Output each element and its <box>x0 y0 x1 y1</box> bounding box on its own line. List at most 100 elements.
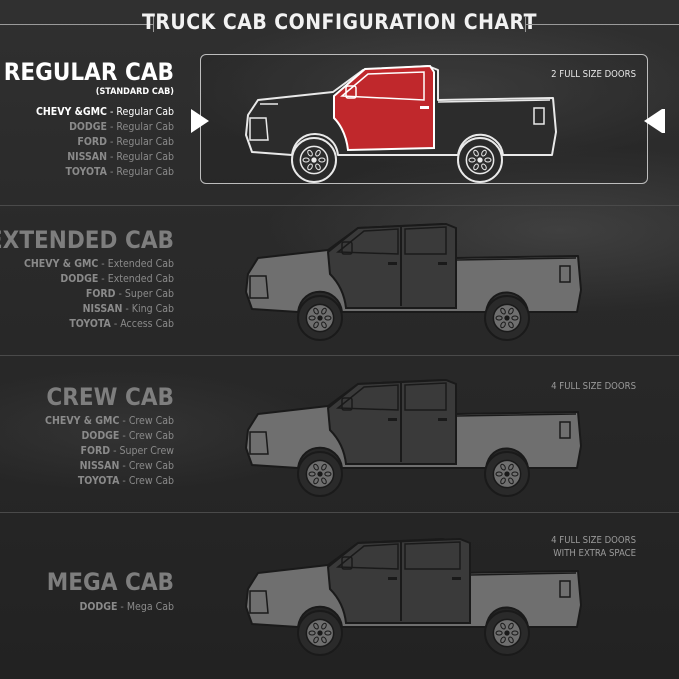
wheel-hub <box>504 471 510 477</box>
wheel-spoke <box>500 636 506 644</box>
truck-cab <box>326 378 457 465</box>
cab-title: REGULAR CAB <box>3 58 174 86</box>
wheel-spoke <box>473 149 479 157</box>
make-list: CHEVY & GMC - Extended Cab DODGE - Exten… <box>24 257 174 332</box>
wheel-spoke <box>511 471 519 477</box>
cab-title: EXTENDED CAB <box>0 226 174 254</box>
side-mirror <box>341 241 353 255</box>
page-title: TRUCK CAB CONFIGURATION CHART <box>141 10 537 34</box>
make-row: NISSAN - Crew Cab <box>79 460 174 472</box>
wheel-spoke <box>468 157 476 163</box>
wheel-spoke <box>313 307 319 315</box>
wheel-spoke <box>481 149 487 157</box>
cab-subtitle: (STANDARD CAB) <box>95 87 174 97</box>
wheel-spoke <box>321 463 327 471</box>
door-handle <box>452 577 461 580</box>
wheel-hub <box>317 630 323 636</box>
door-note: 2 FULL SIZE DOORS <box>551 69 636 80</box>
truck-window <box>404 226 447 255</box>
door-note: 4 FULL SIZE DOORS <box>551 381 636 392</box>
door-note: 4 FULL SIZE DOORS <box>551 535 636 546</box>
wheel-spoke <box>495 471 503 477</box>
truck-window <box>335 384 399 411</box>
truck-window <box>335 543 399 570</box>
make-list: CHEVY &GMC - Regular Cab DODGE - Regular… <box>36 105 174 180</box>
wheel-spoke <box>308 471 316 477</box>
wheel-spoke <box>321 321 327 329</box>
wheel-spoke <box>508 321 514 329</box>
wheel-spoke <box>302 157 310 163</box>
make-row: NISSAN - King Cab <box>82 303 174 315</box>
title-rule-right <box>525 24 679 25</box>
make-row: FORD - Regular Cab <box>77 136 174 148</box>
grille <box>249 590 269 614</box>
truck-window <box>335 228 399 255</box>
wheel-spoke <box>321 622 327 630</box>
truck-door <box>333 64 435 152</box>
regular-cab-truck-icon <box>245 64 557 183</box>
tail-light <box>559 265 571 283</box>
tail-light <box>559 421 571 439</box>
bed-rail <box>437 99 551 103</box>
wheel-hub <box>317 315 323 321</box>
section-regular-cab[interactable]: REGULAR CAB (STANDARD CAB) CHEVY &GMC - … <box>0 0 679 205</box>
wheel-spoke <box>321 307 327 315</box>
side-mirror <box>341 556 353 570</box>
grille <box>249 275 269 299</box>
wheel-spoke <box>508 477 514 485</box>
wheel-spoke <box>481 163 487 171</box>
wheel-spoke <box>500 321 506 329</box>
side-mirror <box>345 85 357 99</box>
door-handle <box>420 106 429 109</box>
side-mirror <box>341 397 353 411</box>
wheel-hub <box>311 157 317 163</box>
make-row: NISSAN - Regular Cab <box>67 151 174 163</box>
truck-cab <box>326 537 471 624</box>
truck-cab <box>326 222 457 309</box>
wheel-spoke <box>313 463 319 471</box>
make-list: CHEVY & GMC - Crew Cab DODGE - Crew Cab … <box>45 414 174 489</box>
wheel-spoke <box>484 157 492 163</box>
cab-title: CREW CAB <box>46 383 174 411</box>
bed-rail <box>455 257 577 261</box>
wheel-spoke <box>313 622 319 630</box>
wheel-spoke <box>508 463 514 471</box>
door-handle <box>388 418 397 421</box>
door-count: 4 FULL SIZE DOORS <box>551 380 636 393</box>
title-tick-left <box>153 16 154 32</box>
wheel-spoke <box>321 477 327 485</box>
make-row: DODGE - Regular Cab <box>69 121 174 133</box>
wheel-spoke <box>511 630 519 636</box>
section-divider <box>0 512 679 513</box>
arrow-left-icon <box>644 109 665 133</box>
door-note: WITH EXTRA SPACE <box>553 548 636 559</box>
section-divider <box>0 205 679 206</box>
truck-window <box>404 541 461 570</box>
wheel-spoke <box>508 622 514 630</box>
make-row: DODGE - Extended Cab <box>60 273 174 285</box>
door-count: 2 FULL SIZE DOORS <box>551 68 636 81</box>
wheel-spoke <box>313 477 319 485</box>
grille <box>249 431 269 455</box>
wheel-spoke <box>307 163 313 171</box>
make-row: CHEVY &GMC - Regular Cab <box>35 106 174 118</box>
wheel-spoke <box>321 636 327 644</box>
door-handle <box>388 577 397 580</box>
wheel-spoke <box>324 471 332 477</box>
extended-cab-truck-icon <box>245 222 582 341</box>
make-list: DODGE - Mega Cab <box>80 600 175 615</box>
make-row: TOYOTA - Access Cab <box>69 318 174 330</box>
wheel-spoke <box>473 163 479 171</box>
wheel-spoke <box>511 315 519 321</box>
door-window <box>340 71 425 101</box>
make-row: FORD - Super Crew <box>80 445 175 457</box>
wheel-hub <box>477 157 483 163</box>
truck-window <box>404 382 447 411</box>
wheel-spoke <box>495 630 503 636</box>
wheel-spoke <box>324 315 332 321</box>
wheel-hub <box>504 630 510 636</box>
door-count: 4 FULL SIZE DOORS WITH EXTRA SPACE <box>551 534 636 560</box>
wheel-spoke <box>500 477 506 485</box>
bed-rail <box>455 413 577 417</box>
